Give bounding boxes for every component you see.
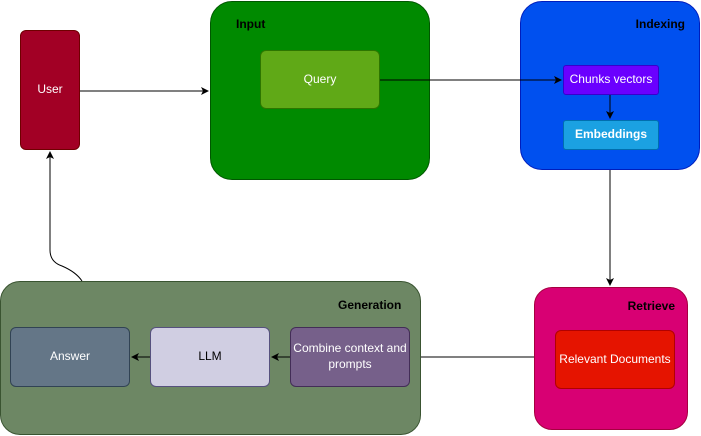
user-node[interactable]: User [20, 30, 80, 150]
query-node[interactable]: Query [260, 50, 380, 109]
chunks-vectors-node[interactable]: Chunks vectors [563, 65, 659, 95]
retrieve-group-title: Retrieve [627, 299, 675, 313]
answer-node[interactable]: Answer [10, 327, 130, 387]
relevant-documents-node[interactable]: Relevant Documents [555, 330, 675, 389]
combine-context-node[interactable]: Combine context and prompts [290, 327, 410, 387]
indexing-group-title: Indexing [635, 17, 685, 31]
generation-group-title: Generation [338, 298, 402, 312]
input-group-title: Input [236, 17, 266, 31]
edge-generation-to-user [46, 151, 83, 282]
llm-node[interactable]: LLM [150, 327, 270, 387]
embeddings-node[interactable]: Embeddings [563, 120, 659, 150]
